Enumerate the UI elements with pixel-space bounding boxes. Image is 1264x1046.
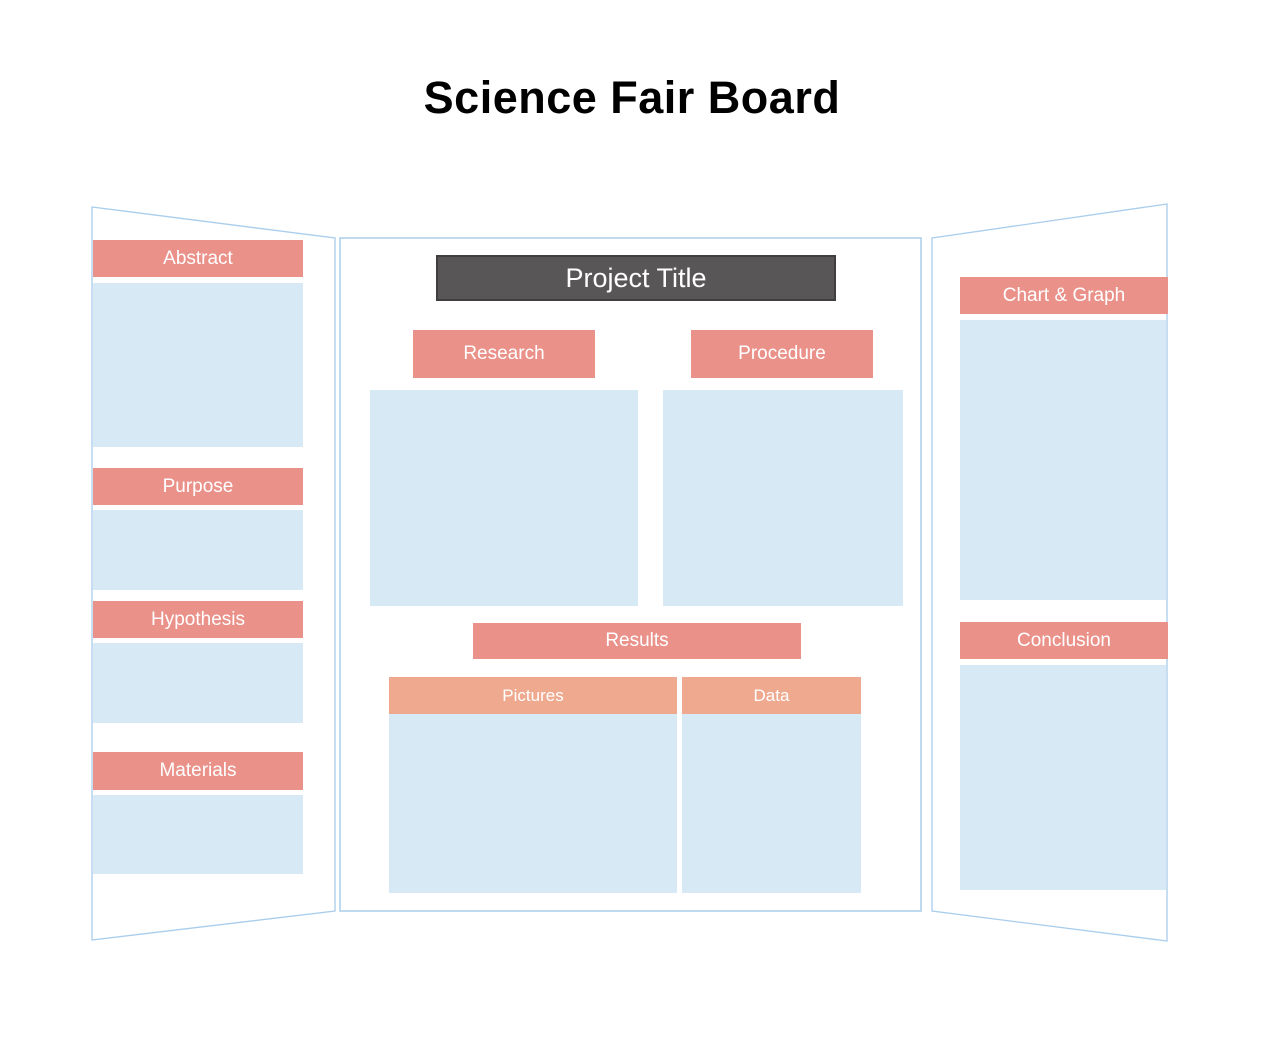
research-content-box[interactable] xyxy=(370,390,638,606)
procedure-content-box[interactable] xyxy=(663,390,903,606)
materials-content-box[interactable] xyxy=(93,795,303,874)
conclusion-section-header[interactable]: Conclusion xyxy=(960,622,1168,659)
chart-graph-section-header[interactable]: Chart & Graph xyxy=(960,277,1168,314)
results-section-header[interactable]: Results xyxy=(473,623,801,659)
pictures-column-header[interactable]: Pictures xyxy=(389,677,677,714)
materials-label: Materials xyxy=(159,760,237,781)
hypothesis-content-box[interactable] xyxy=(93,643,303,723)
purpose-content-box[interactable] xyxy=(93,510,303,590)
conclusion-label: Conclusion xyxy=(1017,629,1111,651)
project-title-bar[interactable]: Project Title xyxy=(436,255,836,301)
hypothesis-section-header[interactable]: Hypothesis xyxy=(93,601,303,638)
chart-graph-label: Chart & Graph xyxy=(1002,284,1126,306)
research-label: Research xyxy=(463,343,545,364)
hypothesis-label: Hypothesis xyxy=(151,608,245,630)
purpose-section-header[interactable]: Purpose xyxy=(93,468,303,505)
conclusion-content-box[interactable] xyxy=(960,665,1166,890)
data-column-header[interactable]: Data xyxy=(682,677,861,714)
abstract-label: Abstract xyxy=(163,247,233,269)
project-title-label: Project Title xyxy=(565,262,707,293)
research-section-header[interactable]: Research xyxy=(413,330,595,378)
purpose-label: Purpose xyxy=(162,475,234,497)
data-content-box[interactable] xyxy=(682,714,861,893)
materials-section-header[interactable]: Materials xyxy=(93,752,303,790)
procedure-label: Procedure xyxy=(738,343,826,364)
abstract-section-header[interactable]: Abstract xyxy=(93,240,303,277)
data-label: Data xyxy=(753,685,790,705)
results-label: Results xyxy=(605,630,669,651)
page-title: Science Fair Board xyxy=(423,72,841,123)
pictures-label: Pictures xyxy=(502,685,564,705)
abstract-content-box[interactable] xyxy=(93,283,303,447)
procedure-section-header[interactable]: Procedure xyxy=(691,330,873,378)
pictures-content-box[interactable] xyxy=(389,714,677,893)
chart-graph-content-box[interactable] xyxy=(960,320,1166,600)
